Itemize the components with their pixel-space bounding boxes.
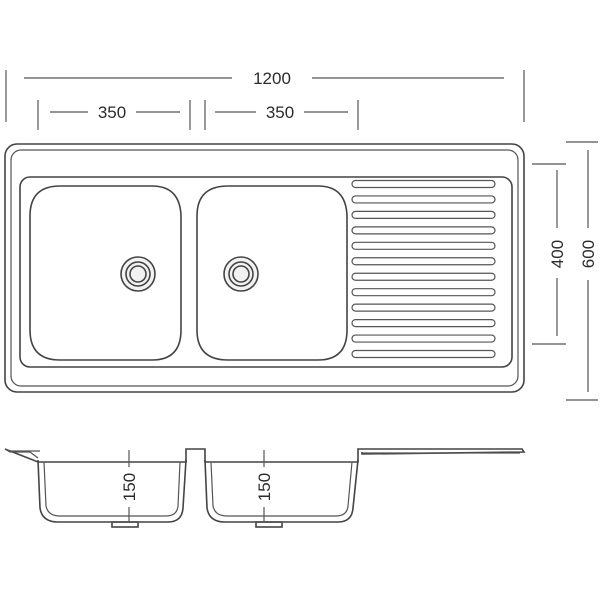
dimension-label-total-depth: 600 xyxy=(579,240,598,268)
drainboard-rib xyxy=(351,272,496,281)
drainboard-rib xyxy=(351,179,496,189)
bowl-right xyxy=(196,185,348,361)
drainboard-rib xyxy=(351,210,496,220)
drainboard-ribs xyxy=(351,179,496,359)
dimension-bowl-widths: 350 350 xyxy=(37,100,359,130)
drain-icon xyxy=(120,256,156,292)
drainboard-rib xyxy=(351,288,496,297)
dimension-total-width: 1200 xyxy=(5,69,525,122)
side-view-surface xyxy=(4,448,526,463)
dimension-label-bowl2-width: 350 xyxy=(266,103,294,122)
drainboard-rib xyxy=(351,303,496,312)
drainboard-rib xyxy=(351,226,496,235)
drainboard-rib xyxy=(351,241,496,250)
dimension-label-bowl1-height: 150 xyxy=(120,473,139,501)
dimension-label-total-width: 1200 xyxy=(253,69,291,88)
sink-side-view: 150 150 xyxy=(4,448,526,528)
drain-icon xyxy=(252,521,286,528)
sink-top-view xyxy=(4,143,525,393)
drain-icon xyxy=(108,521,142,528)
side-view-bowl-left xyxy=(37,459,187,523)
sink-outer-rim-inner xyxy=(10,149,519,387)
side-view-bowl-right xyxy=(204,459,359,523)
drainboard-rib xyxy=(351,349,496,359)
drainboard-rib xyxy=(351,318,496,328)
dimension-depths: 400 600 xyxy=(532,141,598,401)
bowl-left xyxy=(29,185,182,361)
drainboard-rib xyxy=(351,334,496,343)
drain-icon xyxy=(223,256,259,292)
sink-inner-recess xyxy=(19,176,513,368)
dimension-label-bowl1-width: 350 xyxy=(98,103,126,122)
drainboard-rib xyxy=(351,195,496,204)
dimension-label-bowl2-height: 150 xyxy=(255,473,274,501)
dimension-label-inner-depth: 400 xyxy=(548,240,567,268)
drainboard-rib xyxy=(351,257,496,266)
sink-outer-rim xyxy=(4,143,525,393)
